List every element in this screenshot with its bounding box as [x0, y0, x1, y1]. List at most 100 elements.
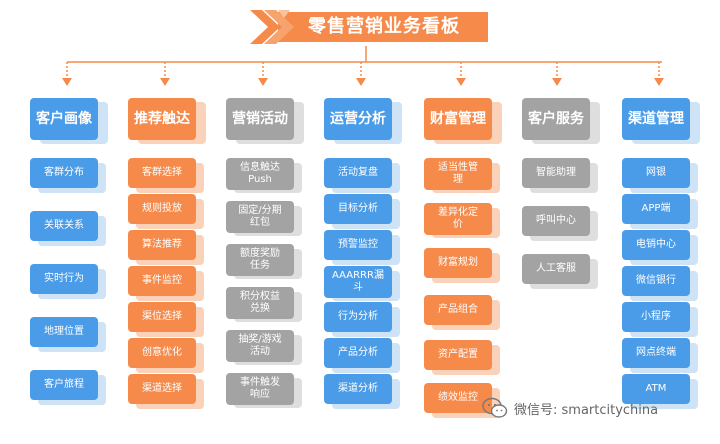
item-label: 地理位置 — [30, 317, 98, 347]
title-banner: 零售营销业务看板 — [244, 8, 488, 46]
arrow-down-icon — [160, 78, 170, 86]
item-card: 产品分析 — [324, 338, 400, 373]
item-label: 电销中心 — [622, 230, 690, 260]
item-card: 地理位置 — [30, 317, 106, 352]
arrow-down-icon — [654, 78, 664, 86]
item-label: 实时行为 — [30, 264, 98, 294]
item-label: 绩效监控 — [424, 383, 492, 413]
item-card: 网点终端 — [622, 338, 698, 373]
item-card: 积分权益 兑换 — [226, 287, 302, 322]
column-header: 财富管理 — [424, 98, 502, 144]
arrow-down-icon — [356, 78, 366, 86]
item-card: 小程序 — [622, 302, 698, 337]
item-label: 固定/分期 红包 — [226, 201, 294, 233]
wechat-icon — [482, 397, 508, 418]
item-card: 渠道分析 — [324, 374, 400, 409]
item-label: 产品组合 — [424, 295, 492, 325]
item-label: 网点终端 — [622, 338, 690, 368]
arrow-down-icon — [552, 78, 562, 86]
item-label: 客群分布 — [30, 158, 98, 188]
item-card: 网银 — [622, 158, 698, 193]
item-label: 渠道分析 — [324, 374, 392, 404]
item-card: 实时行为 — [30, 264, 106, 299]
column-header: 客户服务 — [522, 98, 600, 144]
item-card: 客户旅程 — [30, 370, 106, 405]
item-label: AAARRR漏 斗 — [324, 266, 392, 298]
column-2: 推荐触达客群选择规则投放算法推荐事件监控渠位选择创意优化渠道选择 — [128, 98, 206, 409]
item-label: 积分权益 兑换 — [226, 287, 294, 319]
item-label: 关联关系 — [30, 211, 98, 241]
item-card: AAARRR漏 斗 — [324, 266, 400, 301]
page-title: 零售营销业务看板 — [308, 16, 460, 37]
item-label: 呼叫中心 — [522, 206, 590, 236]
item-card: 客群选择 — [128, 158, 204, 193]
column-header-label: 推荐触达 — [128, 98, 196, 140]
item-label: 活动复盘 — [324, 158, 392, 188]
item-label: 差异化定 价 — [424, 203, 492, 235]
item-label: 微信银行 — [622, 266, 690, 296]
item-card: 资产配置 — [424, 340, 500, 375]
item-card: 财富规划 — [424, 248, 500, 283]
item-label: 规则投放 — [128, 194, 196, 224]
item-card: 事件触发 响应 — [226, 373, 302, 408]
item-card: 信息触达 Push — [226, 158, 302, 193]
column-header: 运营分析 — [324, 98, 402, 144]
logo-icon — [250, 10, 294, 44]
column-header-label: 运营分析 — [324, 98, 392, 140]
item-label: 事件触发 响应 — [226, 373, 294, 405]
item-label: 算法推荐 — [128, 230, 196, 260]
item-card: 差异化定 价 — [424, 203, 500, 238]
item-label: 渠道选择 — [128, 374, 196, 404]
item-label: APP端 — [622, 194, 690, 224]
item-card: 渠位选择 — [128, 302, 204, 337]
item-label: 渠位选择 — [128, 302, 196, 332]
item-label: 事件监控 — [128, 266, 196, 296]
item-card: 固定/分期 红包 — [226, 201, 302, 236]
column-header-label: 客户画像 — [30, 98, 98, 140]
column-header: 营销活动 — [226, 98, 304, 144]
item-label: 财富规划 — [424, 248, 492, 278]
item-label: 抽奖/游戏 活动 — [226, 330, 294, 362]
column-header: 推荐触达 — [128, 98, 206, 144]
watermark-text: 微信号: smartcitychina — [514, 402, 659, 418]
item-card: 预警监控 — [324, 230, 400, 265]
item-card: 事件监控 — [128, 266, 204, 301]
item-label: 网银 — [622, 158, 690, 188]
item-label: 小程序 — [622, 302, 690, 332]
item-label: 产品分析 — [324, 338, 392, 368]
item-card: 算法推荐 — [128, 230, 204, 265]
item-card: 智能助理 — [522, 158, 598, 193]
item-card: 产品组合 — [424, 295, 500, 330]
column-header-label: 营销活动 — [226, 98, 294, 140]
column-header-label: 财富管理 — [424, 98, 492, 140]
arrow-down-icon — [62, 78, 72, 86]
arrow-down-icon — [258, 78, 268, 86]
item-card: 人工客服 — [522, 254, 598, 289]
item-card: 客群分布 — [30, 158, 106, 193]
item-label: 智能助理 — [522, 158, 590, 188]
item-card: 活动复盘 — [324, 158, 400, 193]
item-card: 电销中心 — [622, 230, 698, 265]
item-card: 绩效监控 — [424, 383, 500, 418]
item-label: 适当性管 理 — [424, 158, 492, 190]
column-header: 渠道管理 — [622, 98, 700, 144]
item-card: 呼叫中心 — [522, 206, 598, 241]
column-6: 客户服务智能助理呼叫中心人工客服 — [522, 98, 600, 289]
item-label: 额度奖励 任务 — [226, 244, 294, 276]
item-card: 渠道选择 — [128, 374, 204, 409]
item-label: 行为分析 — [324, 302, 392, 332]
item-label: 资产配置 — [424, 340, 492, 370]
item-card: APP端 — [622, 194, 698, 229]
watermark: 微信号: smartcitychina — [482, 390, 658, 426]
item-label: 预警监控 — [324, 230, 392, 260]
item-card: ATM — [622, 374, 698, 409]
column-header-label: 客户服务 — [522, 98, 590, 140]
item-label: 客群选择 — [128, 158, 196, 188]
column-5: 财富管理适当性管 理差异化定 价财富规划产品组合资产配置绩效监控 — [424, 98, 502, 418]
item-card: 额度奖励 任务 — [226, 244, 302, 279]
column-1: 客户画像客群分布关联关系实时行为地理位置客户旅程 — [30, 98, 108, 405]
item-card: 抽奖/游戏 活动 — [226, 330, 302, 365]
item-card: 微信银行 — [622, 266, 698, 301]
column-header: 客户画像 — [30, 98, 108, 144]
